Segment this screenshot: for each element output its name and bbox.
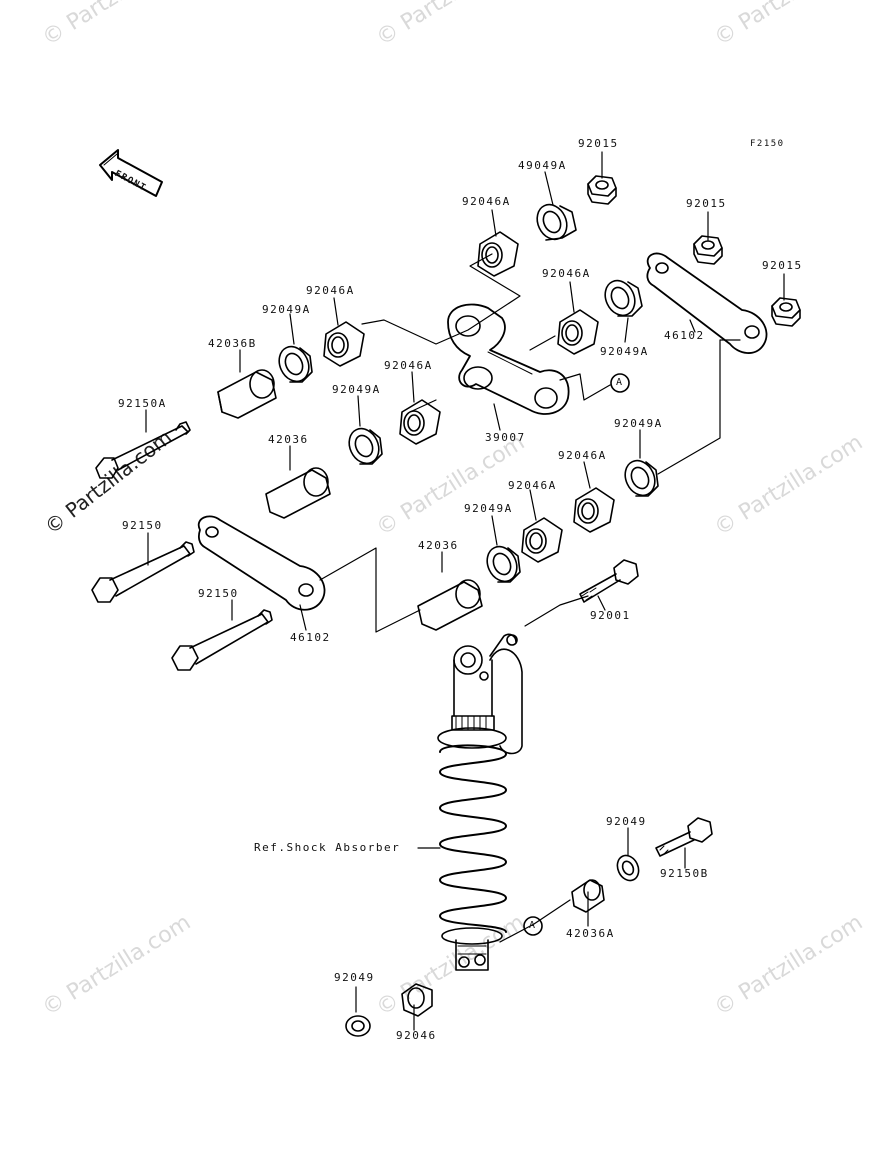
collar-42036B-icon [217, 369, 277, 419]
part-label[interactable]: 49049A [518, 159, 567, 172]
part-label[interactable]: 42036 [268, 433, 309, 446]
part-label[interactable]: 92046A [384, 359, 433, 372]
front-arrow-icon [99, 149, 163, 197]
part-label[interactable]: 92015 [762, 259, 803, 272]
part-label[interactable]: 42036B [208, 337, 257, 350]
part-label[interactable]: 92015 [686, 197, 727, 210]
part-label[interactable]: 92150B [660, 867, 709, 880]
seal-92049-bottom-icon [345, 1015, 371, 1037]
tie-rod-46102-lo-icon [197, 515, 326, 611]
bearing-92046A-mid-icon [557, 309, 599, 355]
nut-92015-right-icon [771, 297, 801, 327]
bearing-92046A-lo-icon [573, 487, 615, 533]
part-label[interactable]: 92150 [122, 519, 163, 532]
tie-rod-46102-top-icon [646, 252, 768, 354]
part-label[interactable]: 92046A [542, 267, 591, 280]
part-label[interactable]: 92049A [614, 417, 663, 430]
part-label[interactable]: 92049 [606, 815, 647, 828]
part-label[interactable]: 92046A [558, 449, 607, 462]
part-label[interactable]: 92046A [462, 195, 511, 208]
callout-letter: A [616, 377, 623, 388]
seal-92049A-icon [604, 279, 643, 317]
part-label[interactable]: 92150A [118, 397, 167, 410]
part-label[interactable]: 92001 [590, 609, 631, 622]
bearing-92046A-center-icon [399, 399, 441, 445]
bearing-92046A-left-icon [323, 321, 365, 367]
part-label[interactable]: 92046 [396, 1029, 437, 1042]
part-label[interactable]: 46102 [290, 631, 331, 644]
part-label[interactable]: 92046A [508, 479, 557, 492]
part-label[interactable]: 39007 [485, 431, 526, 444]
callout-letter: A [529, 920, 536, 931]
seal-92049-right-icon [616, 854, 640, 882]
part-label[interactable]: 92049 [334, 971, 375, 984]
part-label[interactable]: 42036 [418, 539, 459, 552]
seal-49049A-icon [536, 203, 577, 241]
collar-42036-top-icon [265, 467, 331, 519]
seal-92049A-low-icon [486, 545, 521, 583]
seal-92049A-far-icon [624, 459, 659, 497]
diagram-code: F2150 [750, 139, 785, 149]
bolt-92150-b-icon [171, 609, 273, 671]
part-label[interactable]: 46102 [664, 329, 705, 342]
nut-92015-top-icon [587, 175, 617, 205]
ref-shock-absorber-label: Ref.Shock Absorber [254, 841, 401, 854]
bolt-92001-icon [579, 559, 639, 603]
nut-92015-mid-icon [693, 235, 723, 265]
part-label[interactable]: 92049A [464, 502, 513, 515]
bolt-92150-a-icon [91, 541, 195, 603]
part-label[interactable]: 92049A [332, 383, 381, 396]
part-label[interactable]: 92015 [578, 137, 619, 150]
part-label[interactable]: 92049A [262, 303, 311, 316]
callout-a-icon [523, 373, 630, 936]
bolt-92150B-icon [655, 817, 713, 857]
shock-absorber-icon [437, 633, 523, 971]
seal-92049A-center-icon [348, 427, 383, 465]
part-label[interactable]: 92046A [306, 284, 355, 297]
collar-42036-lo-icon [417, 579, 483, 631]
part-label[interactable]: 42036A [566, 927, 615, 940]
rocker-arm-39007-icon [447, 303, 570, 415]
part-label[interactable]: 92049A [600, 345, 649, 358]
collar-42036A-icon [571, 879, 605, 913]
part-label[interactable]: 92150 [198, 587, 239, 600]
seal-92049A-left-icon [278, 345, 313, 383]
bolt-92150A-icon [95, 421, 191, 479]
bearing-92046A-top-icon [477, 231, 519, 277]
bearing-92046A-lo2-icon [521, 517, 563, 563]
bearing-92046-bottom-icon [401, 983, 433, 1017]
